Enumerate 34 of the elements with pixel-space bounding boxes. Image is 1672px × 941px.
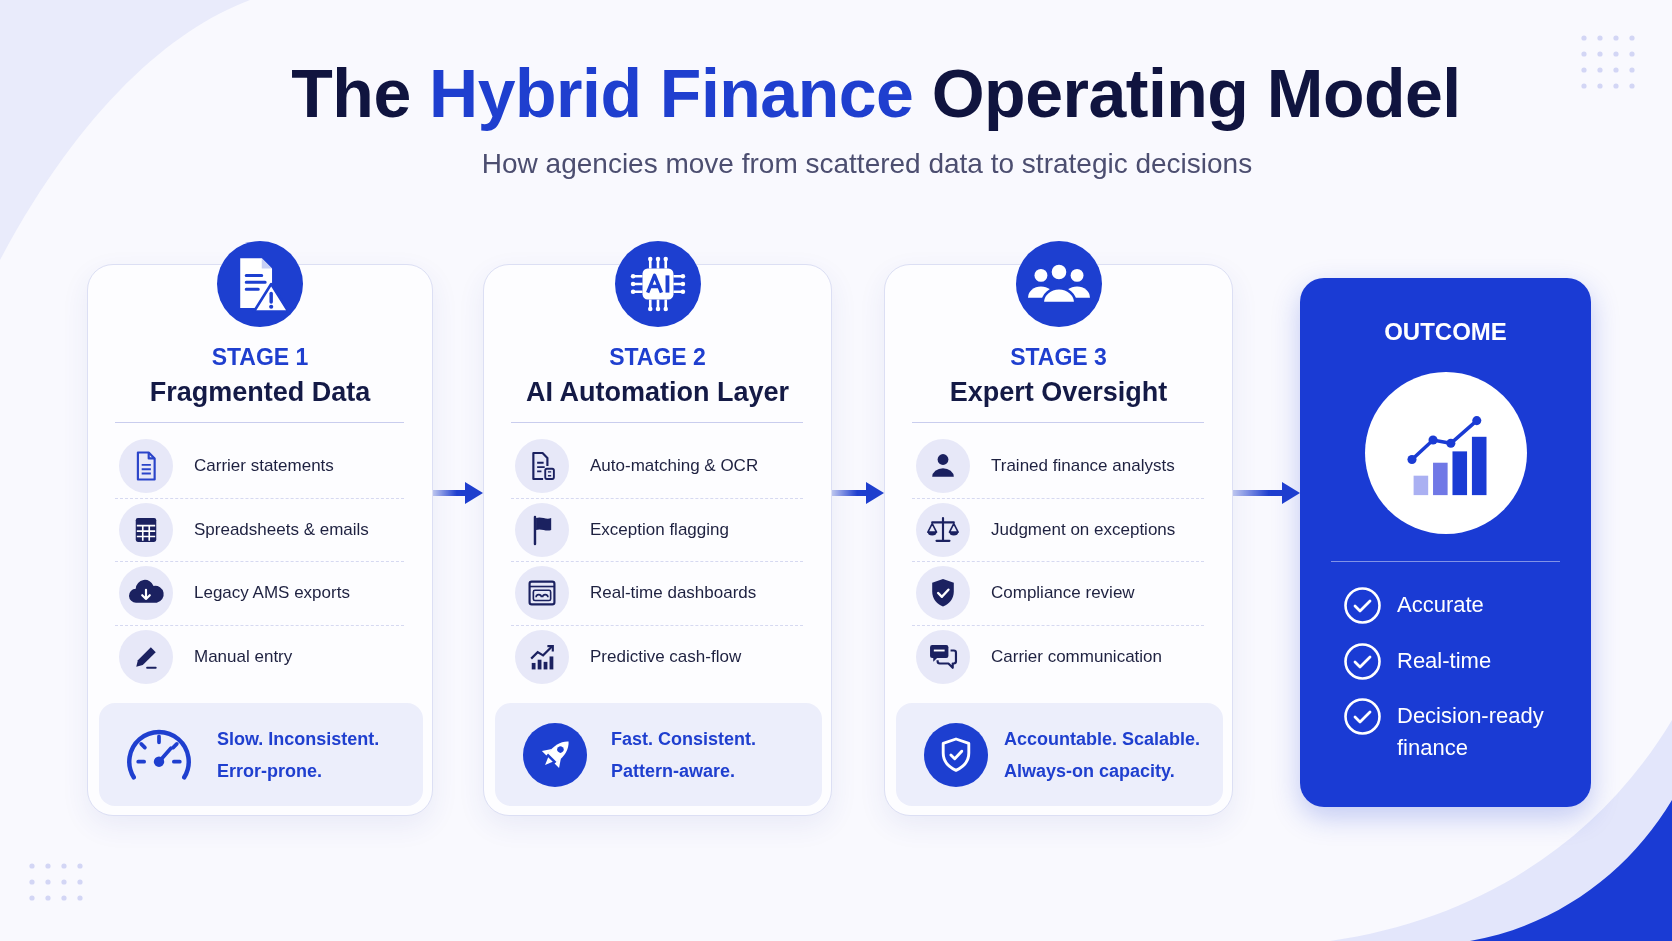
list-item: Carrier communication	[991, 645, 1162, 668]
card-heading: OUTCOME	[1384, 318, 1507, 346]
stage-title: AI Automation Layer	[526, 376, 789, 408]
outcome-card	[1300, 278, 1591, 807]
stage-title: Expert Oversight	[949, 376, 1168, 408]
list-item: Decision-ready finance	[1397, 702, 1545, 762]
list-item: Legacy AMS exports	[194, 582, 350, 604]
summary-panel	[99, 703, 423, 806]
list-item: Manual entry	[194, 645, 293, 668]
stage-label: STAGE 3	[1010, 343, 1107, 371]
arrow	[832, 482, 884, 504]
list-item: Predictive cash-flow	[590, 645, 742, 668]
summary-panel	[495, 703, 822, 806]
list-item: Accurate	[1397, 591, 1485, 619]
stage-title: Fragmented Data	[149, 376, 371, 408]
summary-text: Accountable. Scalable. Always-on capacity.	[1004, 727, 1202, 783]
arrow	[433, 482, 483, 504]
list-item: Compliance review	[991, 582, 1135, 604]
list-item: Carrier statements	[194, 455, 334, 477]
stage-label: STAGE 1	[211, 343, 309, 371]
arrow	[1233, 482, 1300, 504]
summary-text: Slow. Inconsistent. Error-prone.	[217, 727, 381, 783]
summary-panel	[896, 703, 1223, 806]
summary-text: Fast. Consistent. Pattern-aware.	[611, 727, 758, 783]
list-item: Spreadsheets & emails	[194, 518, 369, 541]
title: The Hybrid Finance Operating Model	[291, 54, 1461, 132]
list-item: Real-time dashboards	[590, 582, 757, 604]
list-item: Auto-matching & OCR	[590, 455, 759, 477]
list-item: Trained finance analysts	[991, 455, 1175, 477]
stage-label: STAGE 2	[609, 343, 706, 371]
subtitle: How agencies move from scattered data to strategic decisions	[481, 147, 1253, 181]
list-item: Judgment on exceptions	[991, 518, 1176, 541]
list-item: Exception flagging	[590, 518, 729, 541]
list-item: Real-time	[1397, 646, 1493, 675]
